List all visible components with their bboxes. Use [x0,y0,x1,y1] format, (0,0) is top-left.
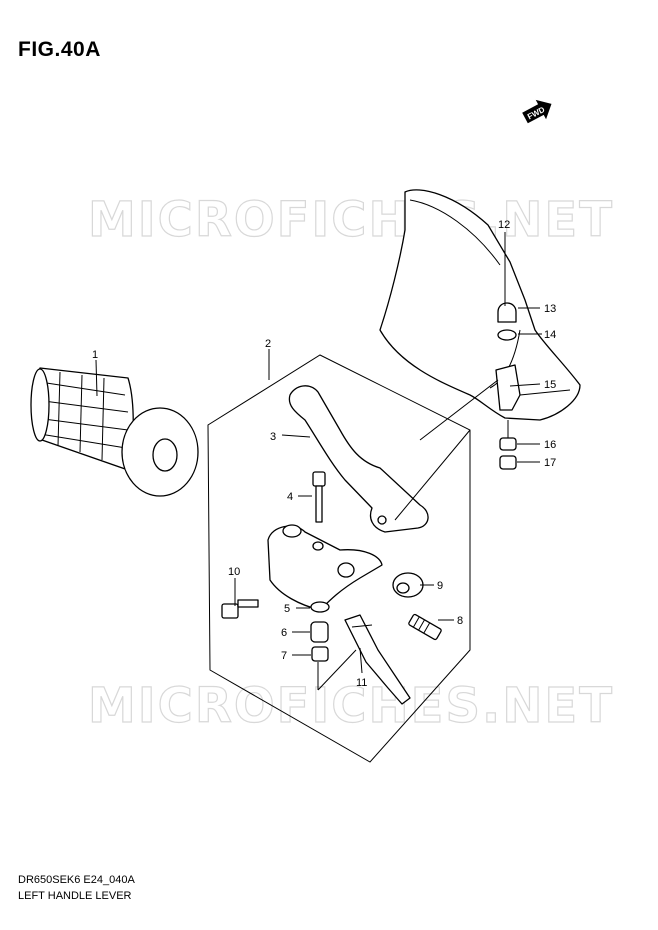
watermark-bottom: MICROFICHES.NET [88,678,614,734]
hand-guard [379,189,581,421]
callout-5: 5 [284,603,290,615]
figure-name: LEFT HANDLE LEVER [18,890,132,902]
callout-9: 9 [437,580,443,592]
nut-16 [499,437,517,451]
callout-6: 6 [281,627,287,639]
callout-10: 10 [228,566,240,578]
callout-3: 3 [270,431,276,443]
callout-11: 11 [356,677,367,689]
clutch-lever [288,385,429,533]
callout-2: 2 [265,338,271,350]
leader-lines [95,232,542,691]
handlebar-grip [30,367,199,497]
callout-8: 8 [457,615,463,627]
washer-5 [310,601,330,613]
bolt-4 [312,471,326,523]
callout-13: 13 [544,303,556,315]
screw-10 [221,599,259,619]
callout-7: 7 [281,650,287,662]
switch-11 [344,614,411,705]
callout-12: 12 [498,219,510,231]
callout-17: 17 [544,457,556,469]
nut-17 [499,455,517,470]
callout-14: 14 [544,329,556,341]
lever-holder [267,524,383,611]
adjuster-8 [408,613,442,641]
spacer-6 [310,621,329,643]
callout-labels: 1 2 3 4 5 6 7 8 9 10 11 12 13 14 15 16 1… [92,219,556,689]
bracket-15 [495,364,521,411]
fwd-arrow-icon: FWD [522,99,552,124]
nut-7 [311,646,329,662]
callout-4: 4 [287,491,293,503]
figure-title: FIG.40A [18,38,101,61]
capnut-13 [497,302,517,323]
locknut-9 [392,572,424,598]
callout-1: 1 [92,349,98,361]
watermark-top: MICROFICHES.NET [88,192,614,248]
figure-code: DR650SEK6 E24_040A [18,874,135,886]
washer-14 [497,329,517,341]
callout-15: 15 [544,379,556,391]
callout-16: 16 [544,439,556,451]
